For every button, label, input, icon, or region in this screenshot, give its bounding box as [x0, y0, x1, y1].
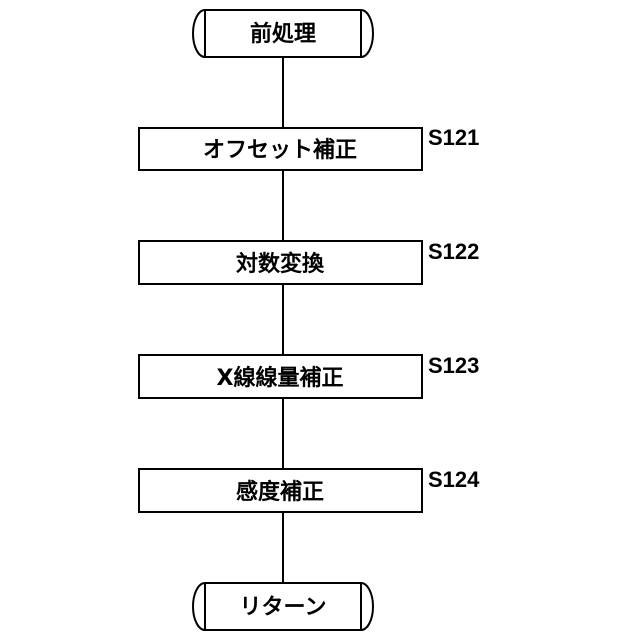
start-terminal-label: 前処理: [250, 21, 316, 47]
step-id-s124: S124: [428, 467, 480, 492]
process-step-s124: 感度補正 S124: [139, 467, 480, 512]
end-terminal: リターン: [193, 583, 373, 630]
start-terminal: 前処理: [193, 10, 373, 57]
step-id-s121: S121: [428, 125, 479, 150]
process-step-s121: オフセット補正 S121: [139, 125, 479, 170]
process-label-s123: X線線量補正: [217, 365, 344, 391]
process-label-s122: 対数変換: [236, 251, 325, 277]
end-terminal-label: リターン: [240, 595, 327, 620]
step-id-s123: S123: [428, 353, 479, 378]
process-label-s121: オフセット補正: [203, 137, 357, 163]
process-step-s123: X線線量補正 S123: [139, 353, 479, 398]
step-id-s122: S122: [428, 239, 479, 264]
process-step-s122: 対数変換 S122: [139, 239, 479, 284]
process-label-s124: 感度補正: [236, 479, 324, 505]
